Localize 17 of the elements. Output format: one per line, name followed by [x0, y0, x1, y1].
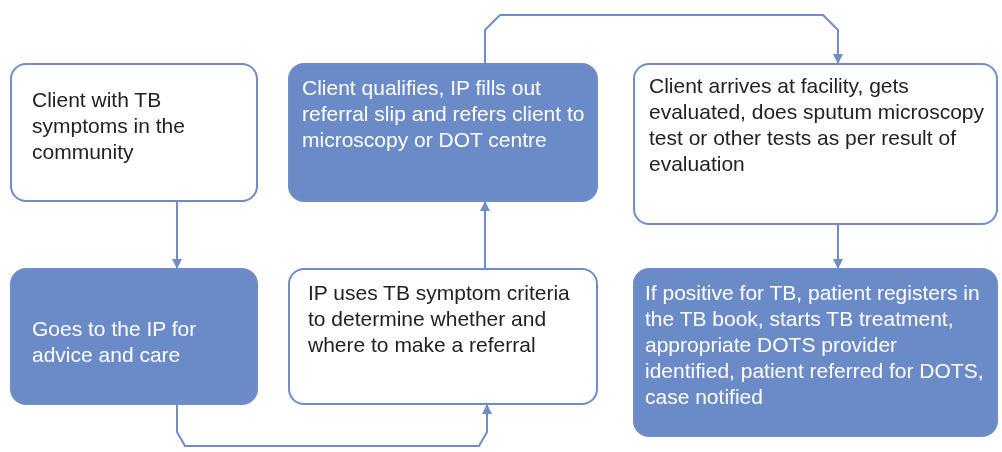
arrow: [176, 404, 492, 447]
box-text: If positive for TB, patient registers in the TB book, starts TB treatment, appropriate DOTS provider identified, patient referred for DOTS, case notified: [645, 280, 985, 410]
box-text: Client qualifies, IP fills out referral slip and refers client to microscopy or DOT centre: [302, 75, 586, 153]
process-box: [633, 268, 998, 437]
box-text: Goes to the IP for advice and care: [32, 315, 198, 368]
arrow: [484, 14, 843, 64]
process-box: [288, 63, 598, 202]
process-box: [10, 268, 258, 405]
box-text: Client with TB symptoms in the community: [32, 87, 186, 165]
arrow: [833, 224, 843, 269]
box-text: IP uses TB symptom criteria to determine whether and where to make a referral: [308, 280, 571, 358]
process-box: [633, 63, 998, 225]
arrow: [172, 201, 182, 269]
box-text: Client arrives at facility, gets evaluated, does sputum microscopy test or other tests as per result of evaluation: [649, 73, 985, 177]
process-box: [10, 63, 258, 202]
process-box: [288, 268, 598, 405]
arrow: [480, 201, 490, 269]
